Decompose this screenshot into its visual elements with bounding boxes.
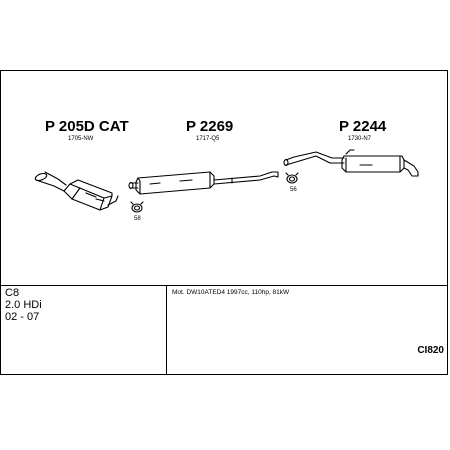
catalog-code: CI820	[417, 345, 444, 356]
vehicle-model: C8	[5, 287, 20, 299]
catalyst-part	[34, 171, 119, 211]
part-number-middle-silencer: P 2269	[186, 118, 234, 135]
part-ref-catalyst: 1705-NW	[68, 136, 94, 142]
part-ref-middle-silencer: 1717-Q5	[196, 136, 220, 142]
diagram-frame	[0, 70, 448, 375]
vertical-divider	[166, 285, 167, 375]
part-number-catalyst: P 205D CAT	[45, 118, 129, 135]
vehicle-engine: 2.0 HDi	[5, 299, 42, 311]
clamp-number-58: 58	[134, 216, 141, 222]
vehicle-years: 02 - 07	[5, 311, 40, 323]
rear-silencer-part	[283, 149, 419, 177]
clamp-58	[130, 201, 144, 213]
clamp-number-56: 56	[290, 187, 297, 193]
middle-silencer-part	[128, 171, 279, 195]
clamp-56	[285, 172, 299, 184]
engine-specification: Mot. DW10ATED4 1997cc, 110hp, 81kW	[172, 289, 290, 296]
horizontal-divider	[0, 285, 448, 286]
part-number-rear-silencer: P 2244	[339, 118, 387, 135]
part-ref-rear-silencer: 1730-N7	[348, 136, 372, 142]
